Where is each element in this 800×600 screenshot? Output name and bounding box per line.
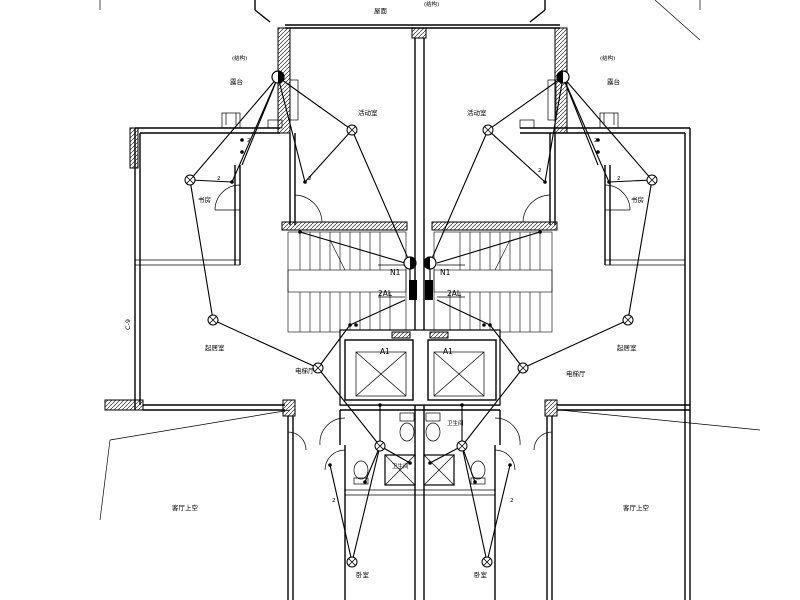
- label-left-bottom-room: 卧室: [356, 570, 370, 579]
- doors: [214, 184, 631, 471]
- room-labels: 屋面 (结构) (结构) (结构) 露台 露台 活动室 活动室 书房 书房 起居…: [124, 0, 650, 579]
- walls: [99, 0, 761, 600]
- stairs-left: [287, 231, 407, 333]
- label-top-room: 屋面: [374, 7, 388, 15]
- label-wire-count: 2: [308, 176, 312, 182]
- ceiling-light-icon: [312, 362, 324, 374]
- label-right-bath: 卫生间: [447, 419, 464, 427]
- label-left-elevator: A1: [380, 347, 390, 356]
- ceiling-light-icon: [346, 556, 358, 568]
- label-left-note: (结构): [232, 54, 247, 62]
- label-wire-count: 2: [594, 138, 598, 144]
- lights: [184, 70, 658, 568]
- label-wire-count: 2: [538, 168, 542, 174]
- label-left-living: 起居室: [205, 343, 225, 352]
- stairs-right: [433, 231, 553, 333]
- wall-light-icon: [423, 256, 437, 270]
- ceiling-light-icon: [207, 314, 219, 326]
- label-left-balcony: 露台: [230, 77, 243, 86]
- label-left-panel-n: N1: [390, 268, 401, 277]
- label-right-living-void: 客厅上空: [623, 503, 650, 512]
- wall-light-icon: [556, 70, 570, 84]
- ceiling-light-icon: [646, 174, 658, 186]
- label-wire-count: 2: [247, 138, 251, 144]
- elevators: [339, 329, 501, 406]
- label-left-study: 书房: [198, 195, 211, 204]
- balcony-fixtures: [221, 79, 619, 129]
- label-left-elevator-hall: 电梯厅: [295, 366, 315, 375]
- label-right-panel-n: N1: [440, 268, 451, 277]
- label-left-living-void: 客厅上空: [172, 503, 199, 512]
- ceiling-light-icon: [184, 174, 196, 186]
- label-wire-count: 2: [332, 498, 336, 504]
- label-right-living: 起居室: [617, 343, 637, 352]
- label-wire-count: 2: [217, 176, 221, 182]
- ceiling-light-icon: [517, 362, 529, 374]
- ceiling-light-icon: [481, 556, 493, 568]
- label-wire-count: 2: [510, 498, 514, 504]
- wall-light-icon: [403, 256, 417, 270]
- label-right-elevator-hall: 电梯厅: [566, 369, 586, 378]
- switches: [230, 138, 611, 484]
- label-left-activity: 活动室: [358, 108, 378, 117]
- ceiling-light-icon: [374, 440, 386, 452]
- bath-fixtures: [353, 412, 486, 485]
- ceiling-light-icon: [622, 314, 634, 326]
- label-right-elevator: A1: [443, 347, 453, 356]
- ceiling-light-icon: [346, 124, 358, 136]
- label-right-study: 书房: [631, 195, 644, 204]
- label-right-activity: 活动室: [467, 108, 487, 117]
- label-wire-count: 2: [617, 176, 621, 182]
- ceiling-light-icon: [482, 124, 494, 136]
- wiring: [189, 76, 653, 563]
- label-right-panel-al: 2AL: [447, 289, 462, 298]
- ceiling-light-icon: [456, 440, 468, 452]
- label-right-note: (结构): [600, 54, 615, 62]
- label-right-bottom-room: 卧室: [474, 570, 488, 579]
- label-axis: C-9: [124, 319, 132, 330]
- label-right-balcony: 露台: [607, 77, 620, 86]
- distribution-panels: [378, 264, 465, 300]
- wall-light-icon: [271, 70, 285, 84]
- label-left-bath: 卫生间: [392, 462, 409, 470]
- label-left-panel-al: 2AL: [378, 289, 393, 298]
- label-top-note: (结构): [424, 0, 439, 8]
